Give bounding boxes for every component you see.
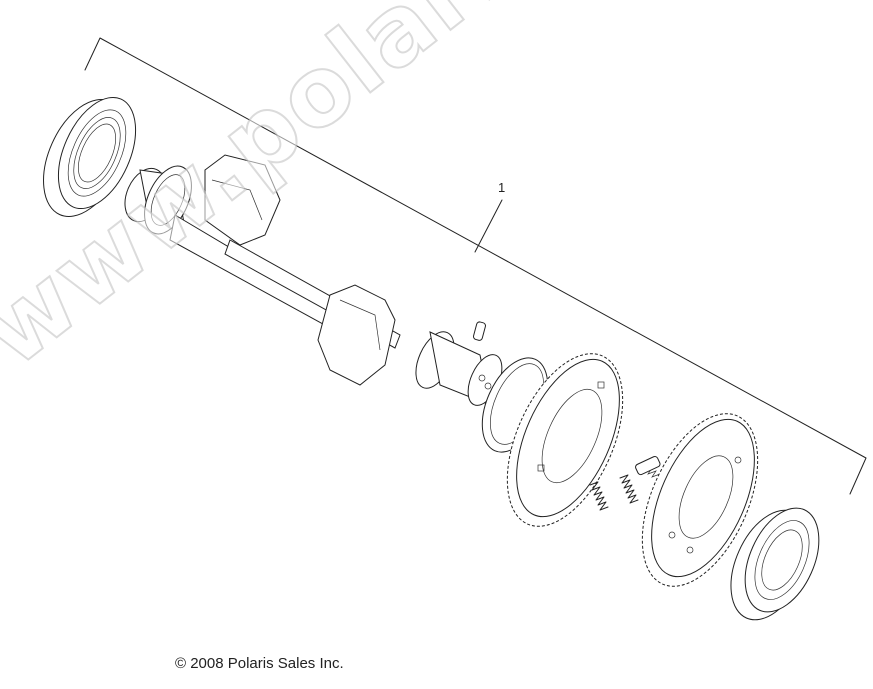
callout-number-1: 1 [498,180,506,195]
right-bearing [730,507,820,621]
kit-bracket [84,37,867,495]
crankshaft [124,154,503,406]
woodruff-pin [472,321,486,341]
driven-gear [641,413,759,587]
copyright-notice: © 2008 Polaris Sales Inc. [175,655,344,672]
springs [589,455,661,511]
left-bearing [43,96,137,218]
